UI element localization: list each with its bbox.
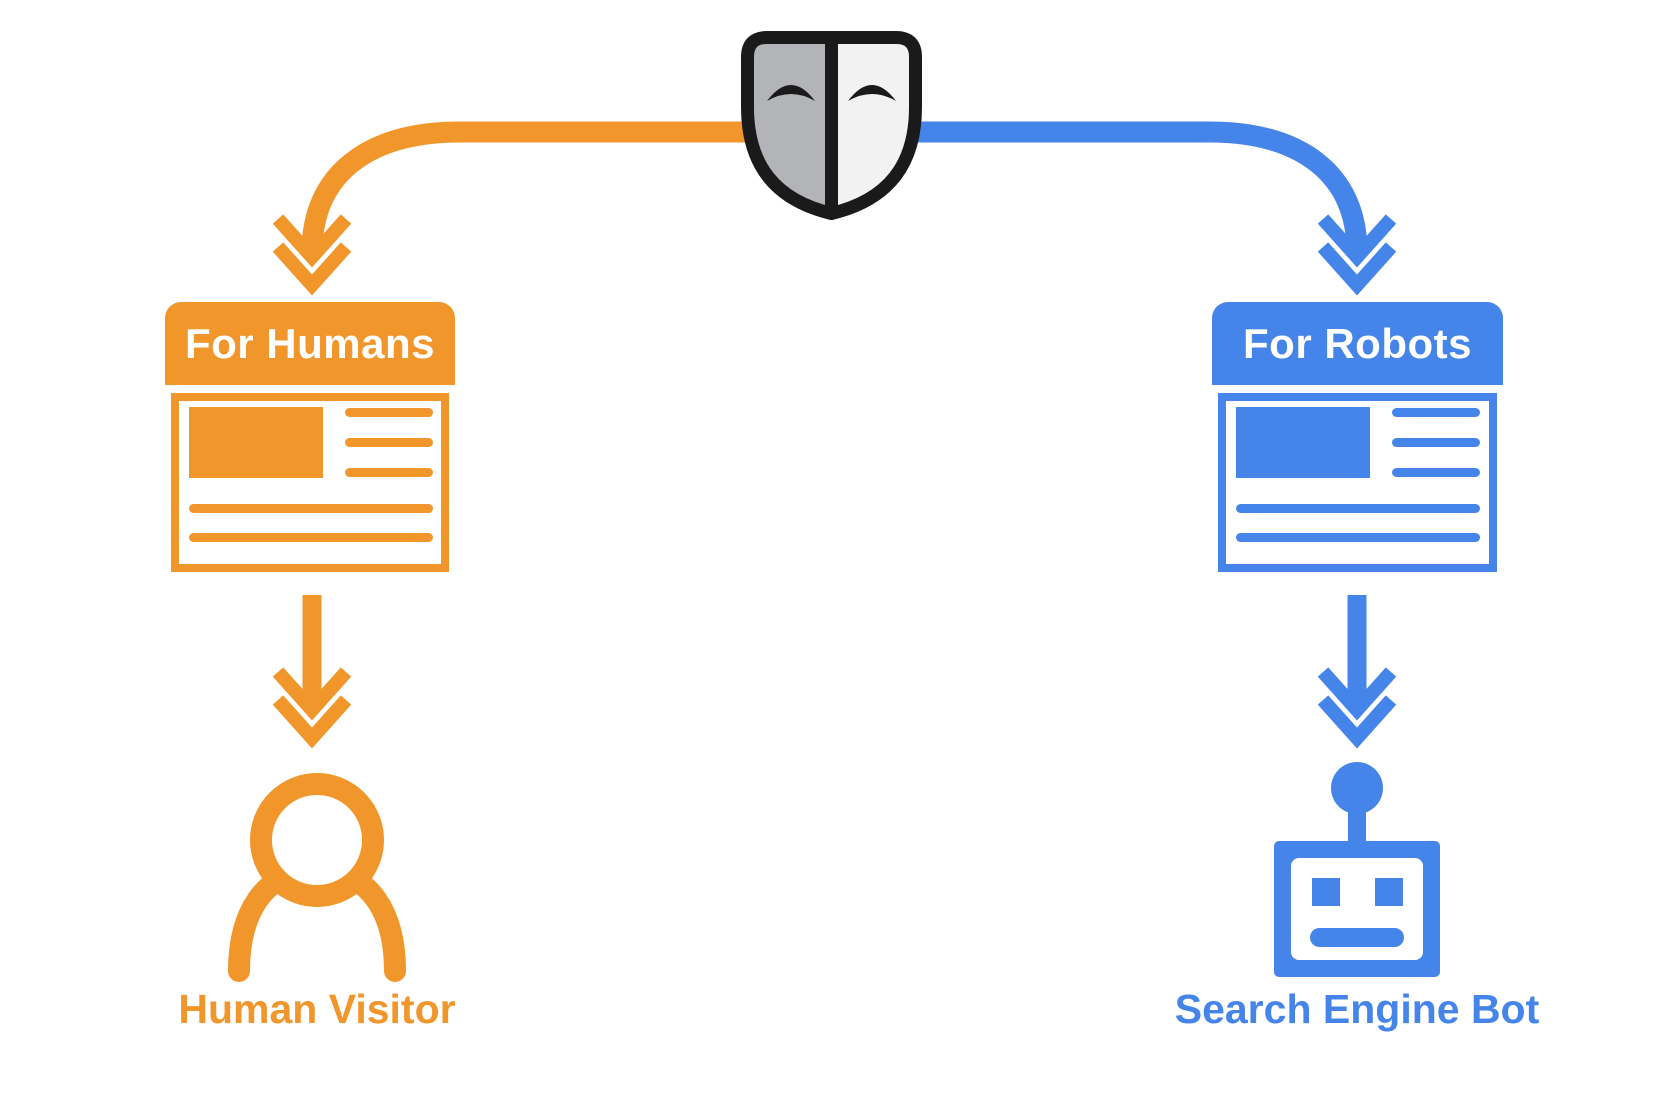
robot-eye	[1375, 878, 1403, 906]
person-icon	[225, 770, 409, 982]
mock-text-line	[1236, 504, 1480, 513]
robot-icon-graphic	[1274, 762, 1440, 977]
mock-text-line	[189, 533, 433, 542]
mock-text-line	[345, 408, 433, 417]
person-icon-graphic	[228, 773, 406, 982]
arrow-to-humans	[272, 121, 835, 749]
arrow-to-robots	[831, 121, 1397, 749]
mock-text-line	[1392, 468, 1480, 477]
mock-text-line	[1236, 533, 1480, 542]
mock-text-line	[345, 468, 433, 477]
robot-eye	[1312, 878, 1340, 906]
mask-icon	[741, 31, 922, 221]
mock-image-block	[189, 407, 323, 478]
mock-text-line	[345, 438, 433, 447]
for-humans-card: For Humans	[165, 302, 455, 572]
mock-text-line	[1392, 438, 1480, 447]
for-humans-card-title: For Humans	[165, 302, 455, 385]
mock-text-line	[189, 504, 433, 513]
robot-antenna-stem	[1348, 805, 1366, 847]
search-engine-bot-label: Search Engine Bot	[1174, 986, 1540, 1032]
webpage-mock-icon	[171, 393, 449, 572]
human-visitor-label: Human Visitor	[178, 986, 456, 1032]
webpage-mock-icon	[1218, 393, 1497, 572]
mock-image-block	[1236, 407, 1370, 478]
robot-mouth	[1310, 928, 1404, 947]
for-robots-card-title: For Robots	[1212, 302, 1503, 385]
robot-antenna-ball	[1331, 762, 1383, 814]
mock-text-line	[1392, 408, 1480, 417]
mask-icon-graphic	[741, 31, 922, 221]
robot-icon	[1272, 760, 1442, 979]
for-robots-card: For Robots	[1212, 302, 1503, 572]
